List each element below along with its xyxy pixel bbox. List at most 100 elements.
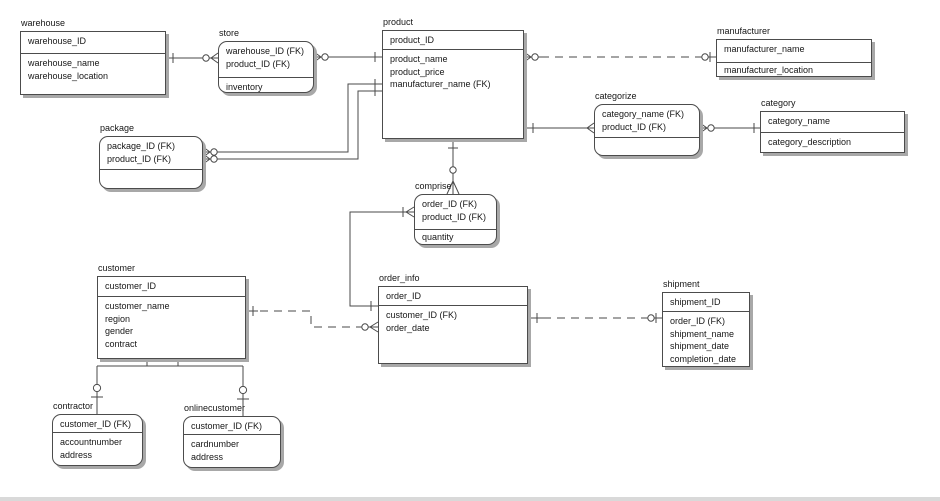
key-section: order_ID [379,287,527,305]
attribute-section: product_name product_price manufacturer_… [383,49,523,138]
entity-title: customer [98,263,136,273]
attribute-section [100,169,202,188]
attribute-row: cardnumber [191,439,240,449]
attribute-row: shipment_ID [670,297,721,307]
attribute-row: warehouse_ID (FK) [226,46,305,56]
entity-box[interactable]: package_ID (FK) product_ID (FK) [99,136,203,189]
attribute-row: region [105,313,131,324]
entity-box[interactable]: order_ID customer_ID (FK) order_date [378,286,528,364]
attribute-row: customer_ID [105,281,157,291]
attribute-row: order_date [386,322,430,333]
attribute-section: customer_ID (FK) order_date [379,305,527,363]
key-section: category_name [761,112,904,132]
entity-order-info[interactable]: order_info order_ID customer_ID (FK) ord… [378,273,528,364]
attribute-row: quantity [422,232,454,242]
entity-box[interactable]: warehouse_ID (FK) product_ID (FK) invent… [218,41,314,93]
entity-title: manufacturer [717,26,771,36]
attribute-row: customer_ID (FK) [60,419,132,429]
attribute-section [595,137,699,155]
entity-box[interactable]: customer_ID customer_name region gender … [97,276,246,359]
entity-box[interactable]: product_ID product_name product_price ma… [382,30,524,139]
rel-product-categorize [524,122,595,134]
entity-manufacturer[interactable]: manufacturer manufacturer_name manufactu… [716,26,872,77]
attribute-section: manufacturer_location [717,62,871,76]
rel-orderinfo-comprise [349,206,415,311]
entity-box[interactable]: customer_ID (FK) cardnumber address [183,416,281,468]
attribute-section: warehouse_name warehouse_location [21,53,165,94]
entity-store[interactable]: store warehouse_ID (FK) product_ID (FK) … [218,28,314,93]
attribute-row: contract [105,338,138,349]
attribute-row: warehouse_location [28,70,109,81]
attribute-row: address [60,449,93,460]
attribute-row: product_ID [390,35,435,45]
key-section: product_ID [383,31,523,49]
entity-category[interactable]: category category_name category_descript… [760,98,905,153]
entity-title: package [100,123,135,133]
entity-title: product [383,17,414,27]
entity-title: contractor [53,401,94,411]
entity-title: category [761,98,796,108]
window-bottom-edge [0,497,940,501]
entity-contractor[interactable]: contractor customer_ID (FK) accountnumbe… [52,401,143,466]
entity-warehouse[interactable]: warehouse warehouse_ID warehouse_name wa… [20,18,166,95]
entity-package[interactable]: package package_ID (FK) product_ID (FK) [99,123,203,189]
attribute-row: product_ID (FK) [602,121,667,132]
key-section: warehouse_ID [21,32,165,53]
attribute-row: manufacturer_location [724,65,814,75]
attribute-row: warehouse_name [28,58,100,68]
attribute-row: category_name [768,116,831,126]
attribute-row: address [191,451,224,462]
attribute-row: warehouse_ID [28,36,87,46]
attribute-row: shipment_name [670,328,735,339]
entity-title: categorize [595,91,637,101]
entity-box[interactable]: category_name (FK) product_ID (FK) [594,104,700,156]
attribute-row: package_ID (FK) [107,141,176,151]
entity-box[interactable]: manufacturer_name manufacturer_location [716,39,872,77]
attribute-row: customer_name [105,301,170,311]
rel-customer-orderinfo [246,306,379,333]
attribute-row: category_description [768,137,852,147]
entity-box[interactable]: warehouse_ID warehouse_name warehouse_lo… [20,31,166,95]
key-section: warehouse_ID (FK) product_ID (FK) [219,42,313,77]
entity-title: shipment [663,279,700,289]
entity-onlinecustomer[interactable]: onlinecustomer customer_ID (FK) cardnumb… [183,403,281,468]
attribute-section: customer_name region gender contract [98,296,245,358]
entity-comprise[interactable]: comprise order_ID (FK) product_ID (FK) q… [414,181,497,245]
attribute-row: product_ID (FK) [422,211,487,222]
rel-warehouse-store [166,52,219,64]
key-section: customer_ID (FK) [53,415,142,432]
entity-box[interactable]: shipment_ID order_ID (FK) shipment_name … [662,292,750,367]
attribute-row: accountnumber [60,437,123,447]
entity-customer[interactable]: customer customer_ID customer_name regio… [97,263,246,359]
key-section: manufacturer_name [717,40,871,62]
attribute-section: accountnumber address [53,432,142,465]
attribute-row: product_ID (FK) [226,58,291,69]
rel-orderinfo-shipment [528,313,662,323]
attribute-row: product_ID (FK) [107,153,172,164]
attribute-section: quantity [415,229,496,244]
key-section: package_ID (FK) product_ID (FK) [100,137,202,169]
entity-box[interactable]: category_name category_description [760,111,905,153]
attribute-row: order_ID (FK) [670,316,726,326]
attribute-row: customer_ID (FK) [386,310,458,320]
key-section: category_name (FK) product_ID (FK) [595,105,699,137]
entity-categorize[interactable]: categorize category_name (FK) product_ID… [594,91,700,156]
entity-title: store [219,28,240,38]
key-section: customer_ID (FK) [184,417,280,434]
rel-categorize-category [699,122,760,134]
attribute-section: order_ID (FK) shipment_name shipment_dat… [663,311,749,366]
entity-box[interactable]: order_ID (FK) product_ID (FK) quantity [414,194,497,245]
entity-product[interactable]: product product_ID product_name product_… [382,17,524,139]
key-section: customer_ID [98,277,245,296]
entity-box[interactable]: customer_ID (FK) accountnumber address [52,414,143,466]
entity-shipment[interactable]: shipment shipment_ID order_ID (FK) shipm… [662,279,750,367]
rel-customer-subtypes [91,359,249,416]
attribute-row: inventory [226,82,263,92]
attribute-section: inventory [219,77,313,92]
entity-title: warehouse [21,18,66,28]
rel-package-product-1 [202,79,382,158]
entity-title: onlinecustomer [184,403,246,413]
rel-product-comprise [446,139,460,195]
